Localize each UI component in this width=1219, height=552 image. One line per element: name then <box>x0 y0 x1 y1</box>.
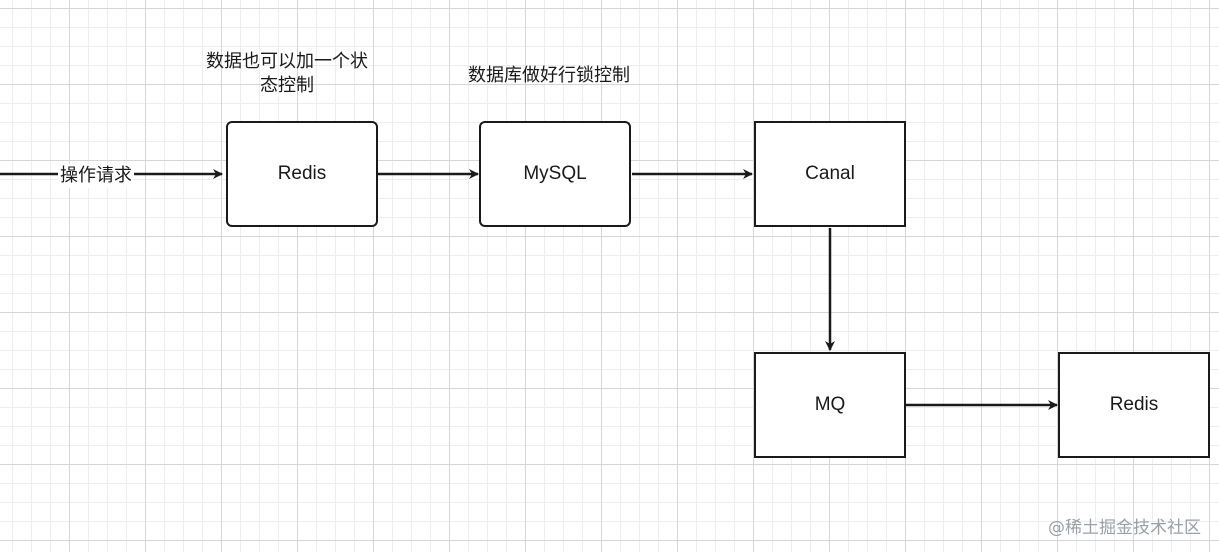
canal-node-label: Canal <box>805 163 855 184</box>
redis-state-note: 数据也可以加一个状 态控制 <box>192 50 382 98</box>
redis-node-primary-label: Redis <box>277 163 327 184</box>
mysql-node-label: MySQL <box>523 163 587 184</box>
mq-node-label: MQ <box>814 394 846 415</box>
mq-node[interactable]: MQ <box>754 352 906 458</box>
watermark-text: @稀土掘金技术社区 <box>1048 518 1201 538</box>
redis-node-primary[interactable]: Redis <box>226 121 378 227</box>
redis-node-cache-label: Redis <box>1109 394 1159 415</box>
canal-node[interactable]: Canal <box>754 121 906 227</box>
edge-label-operation-request: 操作请求 <box>58 164 134 188</box>
redis-node-cache[interactable]: Redis <box>1058 352 1210 458</box>
mysql-node[interactable]: MySQL <box>479 121 631 227</box>
redis-note-line-2: 态控制 <box>260 75 314 96</box>
mysql-lock-note: 数据库做好行锁控制 <box>468 65 630 86</box>
redis-note-line-1: 数据也可以加一个状 <box>206 51 368 72</box>
